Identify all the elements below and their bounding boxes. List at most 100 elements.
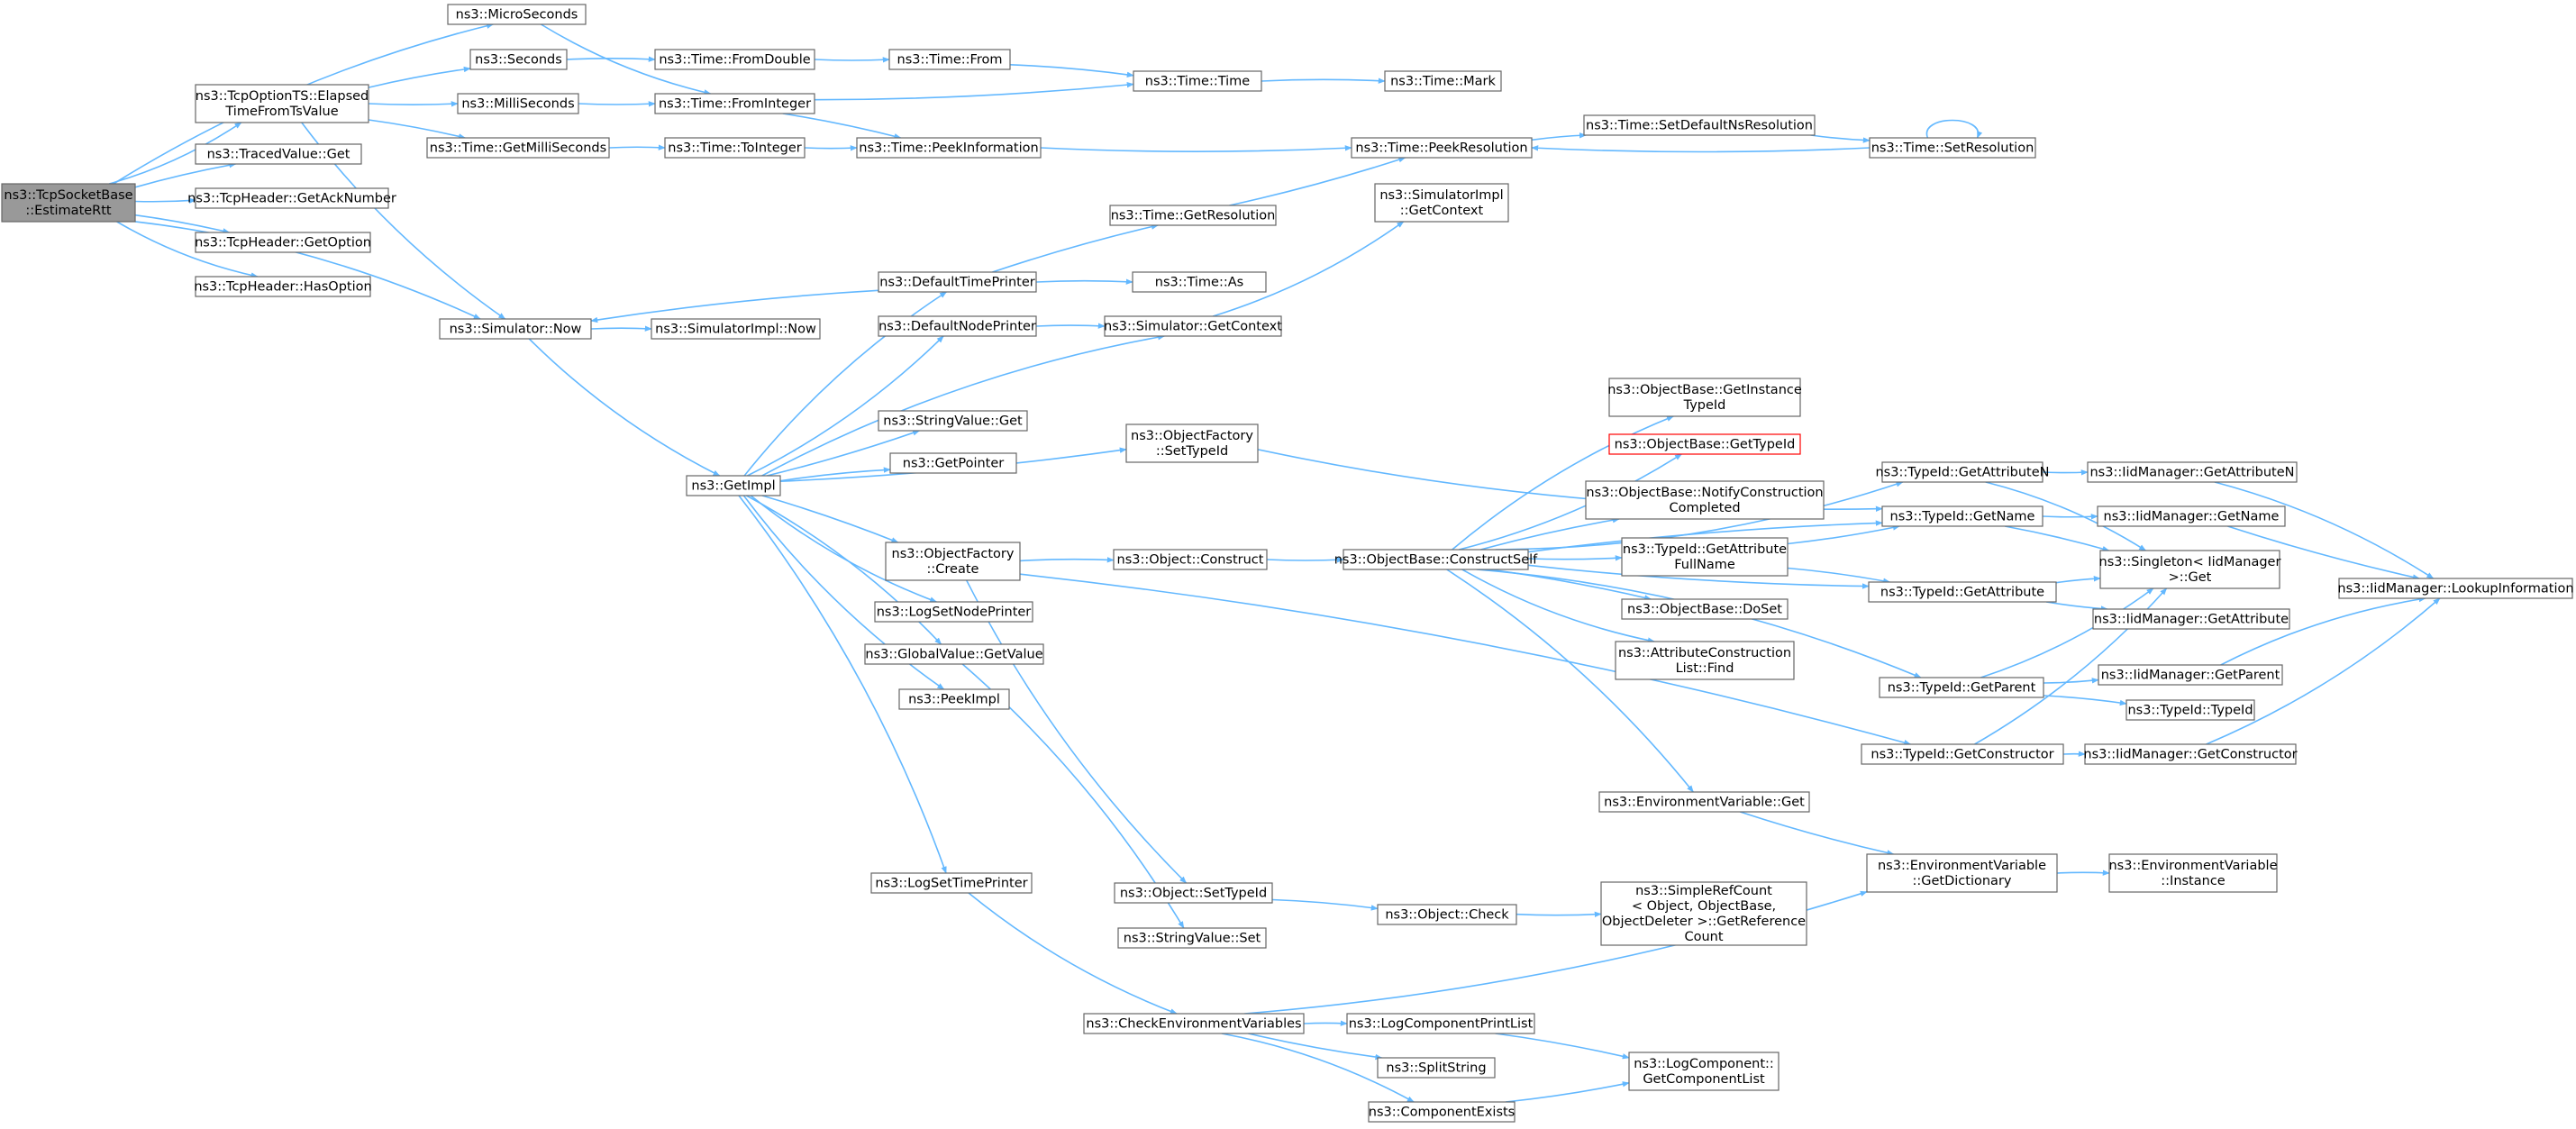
node-obdoset[interactable]: ns3::ObjectBase::DoSet bbox=[1621, 598, 1789, 620]
node-getcomplist[interactable]: ns3::LogComponent::GetComponentList bbox=[1628, 1052, 1780, 1091]
node-ttime[interactable]: ns3::Time::Time bbox=[1133, 70, 1262, 92]
node-simctx[interactable]: ns3::Simulator::GetContext bbox=[1104, 315, 1282, 337]
node-tas[interactable]: ns3::Time::As bbox=[1132, 271, 1267, 293]
edge-objsettid-to-objcheck bbox=[1271, 898, 1379, 911]
node-deftp[interactable]: ns3::DefaultTimePrinter bbox=[878, 271, 1037, 293]
node-box bbox=[878, 271, 1037, 293]
node-tidgetparent[interactable]: ns3::TypeId::GetParent bbox=[1879, 677, 2044, 698]
node-ofsettid[interactable]: ns3::ObjectFactory::SetTypeId bbox=[1125, 423, 1259, 463]
edge-iidgetattrn-to-iidlookup bbox=[2214, 481, 2435, 579]
node-iidgetname[interactable]: ns3::IidManager::GetName bbox=[2097, 505, 2286, 527]
node-simnow[interactable]: ns3::Simulator::Now bbox=[439, 318, 592, 340]
node-micro[interactable]: ns3::MicroSeconds bbox=[447, 4, 587, 25]
node-tidgetname[interactable]: ns3::TypeId::GetName bbox=[1881, 505, 2044, 527]
node-box bbox=[1608, 433, 1801, 455]
node-box bbox=[2125, 699, 2255, 721]
node-getopt[interactable]: ns3::TcpHeader::GetOption bbox=[195, 232, 371, 253]
node-envget[interactable]: ns3::EnvironmentVariable::Get bbox=[1598, 791, 1810, 813]
edge-objcheck-to-simplerefcount bbox=[1516, 911, 1602, 917]
node-envinst[interactable]: ns3::EnvironmentVariable::Instance bbox=[2108, 853, 2278, 893]
node-fromint[interactable]: ns3::Time::FromInteger bbox=[654, 93, 815, 114]
node-getms[interactable]: ns3::Time::GetMilliSeconds bbox=[426, 137, 610, 159]
node-simimplnow[interactable]: ns3::SimulatorImpl::Now bbox=[651, 318, 821, 340]
node-strset[interactable]: ns3::StringValue::Set bbox=[1117, 927, 1267, 949]
node-label: ns3::StringValue::Get bbox=[883, 414, 1023, 429]
node-objsettid[interactable]: ns3::Object::SetTypeId bbox=[1114, 882, 1273, 904]
node-obgettid[interactable]: ns3::ObjectBase::GetTypeId bbox=[1608, 433, 1801, 455]
node-fromdouble[interactable]: ns3::Time::FromDouble bbox=[654, 49, 815, 70]
node-gvget[interactable]: ns3::GlobalValue::GetValue bbox=[864, 643, 1044, 665]
node-logprint[interactable]: ns3::LogComponentPrintList bbox=[1346, 1013, 1535, 1034]
node-tidgetattr[interactable]: ns3::TypeId::GetAttribute bbox=[1868, 581, 2057, 603]
node-setres[interactable]: ns3::Time::SetResolution bbox=[1869, 137, 2036, 159]
node-toint[interactable]: ns3::Time::ToInteger bbox=[664, 137, 806, 159]
node-checkenv[interactable]: ns3::CheckEnvironmentVariables bbox=[1083, 1013, 1305, 1034]
node-iidgetattrn[interactable]: ns3::IidManager::GetAttributeN bbox=[2087, 461, 2298, 483]
node-box bbox=[1384, 70, 1502, 92]
node-tidgetctor[interactable]: ns3::TypeId::GetConstructor bbox=[1861, 743, 2064, 765]
node-label: ns3::Time::ToInteger bbox=[668, 141, 801, 156]
node-hasopt[interactable]: ns3::TcpHeader::HasOption bbox=[194, 276, 372, 297]
node-obnotify[interactable]: ns3::ObjectBase::NotifyConstructionCompl… bbox=[1585, 480, 1825, 520]
node-getres[interactable]: ns3::Time::GetResolution bbox=[1109, 205, 1277, 226]
node-label: ns3::GlobalValue::GetValue bbox=[865, 648, 1042, 662]
node-label: ns3::TypeId::GetAttribute bbox=[1623, 542, 1787, 557]
node-label: ns3::LogSetNodePrinter bbox=[877, 605, 1032, 620]
node-label: ns3::Object::Check bbox=[1385, 908, 1509, 923]
node-box bbox=[1881, 461, 2044, 483]
node-label: ns3::CheckEnvironmentVariables bbox=[1086, 1017, 1301, 1032]
node-compexists[interactable]: ns3::ComponentExists bbox=[1368, 1101, 1516, 1123]
node-iidlookup[interactable]: ns3::IidManager::LookupInformation bbox=[2337, 578, 2574, 599]
node-defnp[interactable]: ns3::DefaultNodePrinter bbox=[878, 315, 1037, 337]
node-seconds[interactable]: ns3::Seconds bbox=[469, 49, 568, 70]
node-setdefns[interactable]: ns3::Time::SetDefaultNsResolution bbox=[1583, 114, 1816, 136]
node-box bbox=[1104, 315, 1282, 337]
node-objcheck[interactable]: ns3::Object::Check bbox=[1377, 904, 1517, 925]
edge-obconstructself-to-tidgetattrfull bbox=[1527, 555, 1623, 561]
node-envgetdict[interactable]: ns3::EnvironmentVariable::GetDictionary bbox=[1866, 853, 2058, 893]
node-root[interactable]: ns3::TcpSocketBase::EstimateRtt bbox=[1, 183, 136, 223]
node-ofcreate[interactable]: ns3::ObjectFactory::Create bbox=[885, 542, 1021, 581]
node-getptr[interactable]: ns3::GetPointer bbox=[889, 452, 1017, 474]
node-tidtid[interactable]: ns3::TypeId::TypeId bbox=[2125, 699, 2255, 721]
node-singleton[interactable]: ns3::Singleton< IidManager>::Get bbox=[2099, 550, 2281, 589]
node-box bbox=[1583, 114, 1816, 136]
node-simimplctx[interactable]: ns3::SimulatorImpl::GetContext bbox=[1374, 183, 1509, 223]
node-label: ns3::AttributeConstruction bbox=[1618, 646, 1791, 660]
node-label: ns3::Object::SetTypeId bbox=[1120, 887, 1267, 901]
node-obconstructself[interactable]: ns3::ObjectBase::ConstructSelf bbox=[1334, 549, 1538, 570]
node-peekinfo[interactable]: ns3::Time::PeekInformation bbox=[856, 137, 1042, 159]
node-getimpl[interactable]: ns3::GetImpl bbox=[686, 475, 781, 496]
node-strget[interactable]: ns3::StringValue::Get bbox=[878, 410, 1028, 432]
edge-obconstructself-to-obgettid bbox=[1459, 453, 1682, 551]
node-box bbox=[2092, 608, 2290, 630]
node-iidgetattr[interactable]: ns3::IidManager::GetAttribute bbox=[2092, 608, 2290, 630]
node-split[interactable]: ns3::SplitString bbox=[1377, 1057, 1496, 1079]
node-ackno[interactable]: ns3::TcpHeader::GetAckNumber bbox=[187, 187, 396, 209]
node-from[interactable]: ns3::Time::From bbox=[888, 49, 1011, 70]
node-peekres[interactable]: ns3::Time::PeekResolution bbox=[1351, 137, 1533, 159]
node-iidgetparent[interactable]: ns3::IidManager::GetParent bbox=[2098, 664, 2283, 686]
node-milli[interactable]: ns3::MilliSeconds bbox=[457, 93, 579, 114]
node-tidgetattrn[interactable]: ns3::TypeId::GetAttributeN bbox=[1875, 461, 2050, 483]
node-label: ns3::Simulator::Now bbox=[450, 323, 582, 337]
node-objconstruct[interactable]: ns3::Object::Construct bbox=[1113, 549, 1268, 570]
edge-simnow-to-simimplnow bbox=[590, 325, 652, 332]
node-logtp[interactable]: ns3::LogSetTimePrinter bbox=[870, 872, 1033, 894]
edge-tidgetattrn-to-singleton bbox=[1985, 481, 2147, 551]
edge-deftp-to-simnow bbox=[590, 289, 879, 323]
node-mark[interactable]: ns3::Time::Mark bbox=[1384, 70, 1502, 92]
node-lognp[interactable]: ns3::LogSetNodePrinter bbox=[874, 601, 1033, 623]
node-traced[interactable]: ns3::TracedValue::Get bbox=[195, 143, 362, 165]
node-box bbox=[2338, 578, 2573, 599]
node-simplerefcount[interactable]: ns3::SimpleRefCount< Object, ObjectBase,… bbox=[1600, 881, 1807, 946]
edge-obconstructself-to-tidgetattr bbox=[1527, 564, 1870, 589]
node-iidgetctor[interactable]: ns3::IidManager::GetConstructor bbox=[2083, 743, 2298, 765]
node-peekimpl[interactable]: ns3::PeekImpl bbox=[898, 688, 1010, 710]
edge-fromint-to-peekinfo bbox=[782, 113, 902, 140]
edge-root-to-ackno bbox=[134, 197, 196, 204]
